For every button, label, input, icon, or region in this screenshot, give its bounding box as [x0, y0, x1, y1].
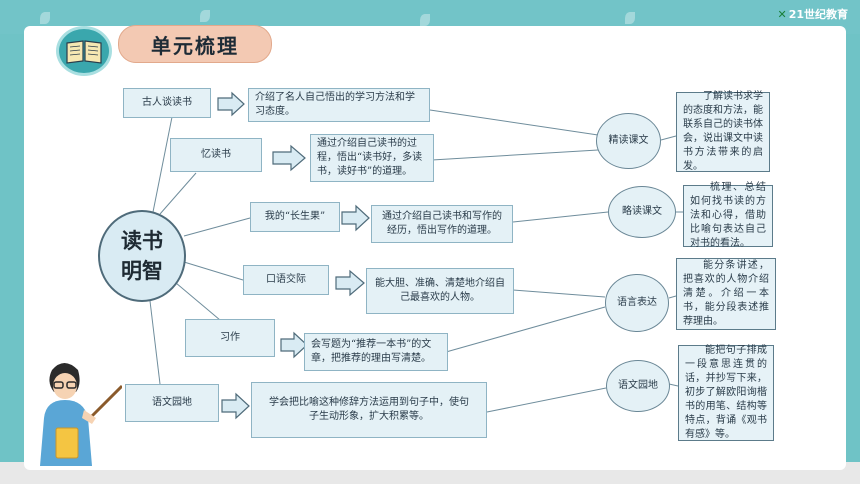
leaf-decoration [625, 12, 635, 24]
leaf-decoration [40, 12, 50, 24]
lesson-description: 通过介绍自己读书的过程，悟出“读书好，多读书，读好书”的道理。 [310, 134, 434, 182]
lesson-description: 会写题为“推荐一本书”的文章，把推荐的理由写清楚。 [304, 333, 448, 371]
category-oval: 语文园地 [606, 360, 670, 412]
category-note: 了解读书求学的态度和方法，能联系自己的读书体会，说出课文中读书方法带来的启发。 [676, 91, 770, 172]
lesson-description: 能大胆、准确、清楚地介绍自己最喜欢的人物。 [366, 268, 514, 314]
lesson-description: 通过介绍自己读书和写作的经历，悟出写作的道理。 [371, 205, 513, 243]
category-oval: 语言表达 [605, 274, 669, 332]
lesson-box: 我的“长生果” [250, 202, 340, 232]
category-oval: 精读课文 [596, 113, 661, 169]
teacher-illustration [40, 363, 122, 466]
lesson-box: 忆读书 [170, 138, 262, 172]
lesson-description: 学会把比喻这种修辞方法运用到句子中，使句子生动形象，扩大积累等。 [251, 382, 487, 438]
leaf-decoration [420, 14, 430, 26]
page-title: 单元梳理 [118, 25, 272, 63]
brand-logo: ✕21世纪教育 [777, 8, 848, 21]
lesson-box: 习作 [185, 319, 275, 357]
category-oval: 略读课文 [608, 186, 676, 238]
lesson-box: 口语交际 [243, 265, 329, 295]
lesson-box: 古人谈读书 [123, 88, 211, 118]
lesson-box: 语文园地 [125, 384, 219, 422]
central-theme: 读书明智 [98, 210, 186, 302]
category-note: 能分条讲述，把喜欢的人物介绍清楚。介绍一本书，能分段表述推荐理由。 [676, 258, 776, 330]
book-icon [56, 26, 112, 76]
leaf-decoration [200, 10, 210, 22]
category-note: 能把句子排成一段意思连贯的话，并抄写下来，初步了解欧阳询楷书的用笔、结构等特点，… [678, 345, 774, 441]
category-note: 梳理、总结如何找书读的方法和心得，借助比喻句表达自己对书的看法。 [683, 182, 773, 249]
lesson-description: 介绍了名人自己悟出的学习方法和学习态度。 [248, 88, 430, 122]
